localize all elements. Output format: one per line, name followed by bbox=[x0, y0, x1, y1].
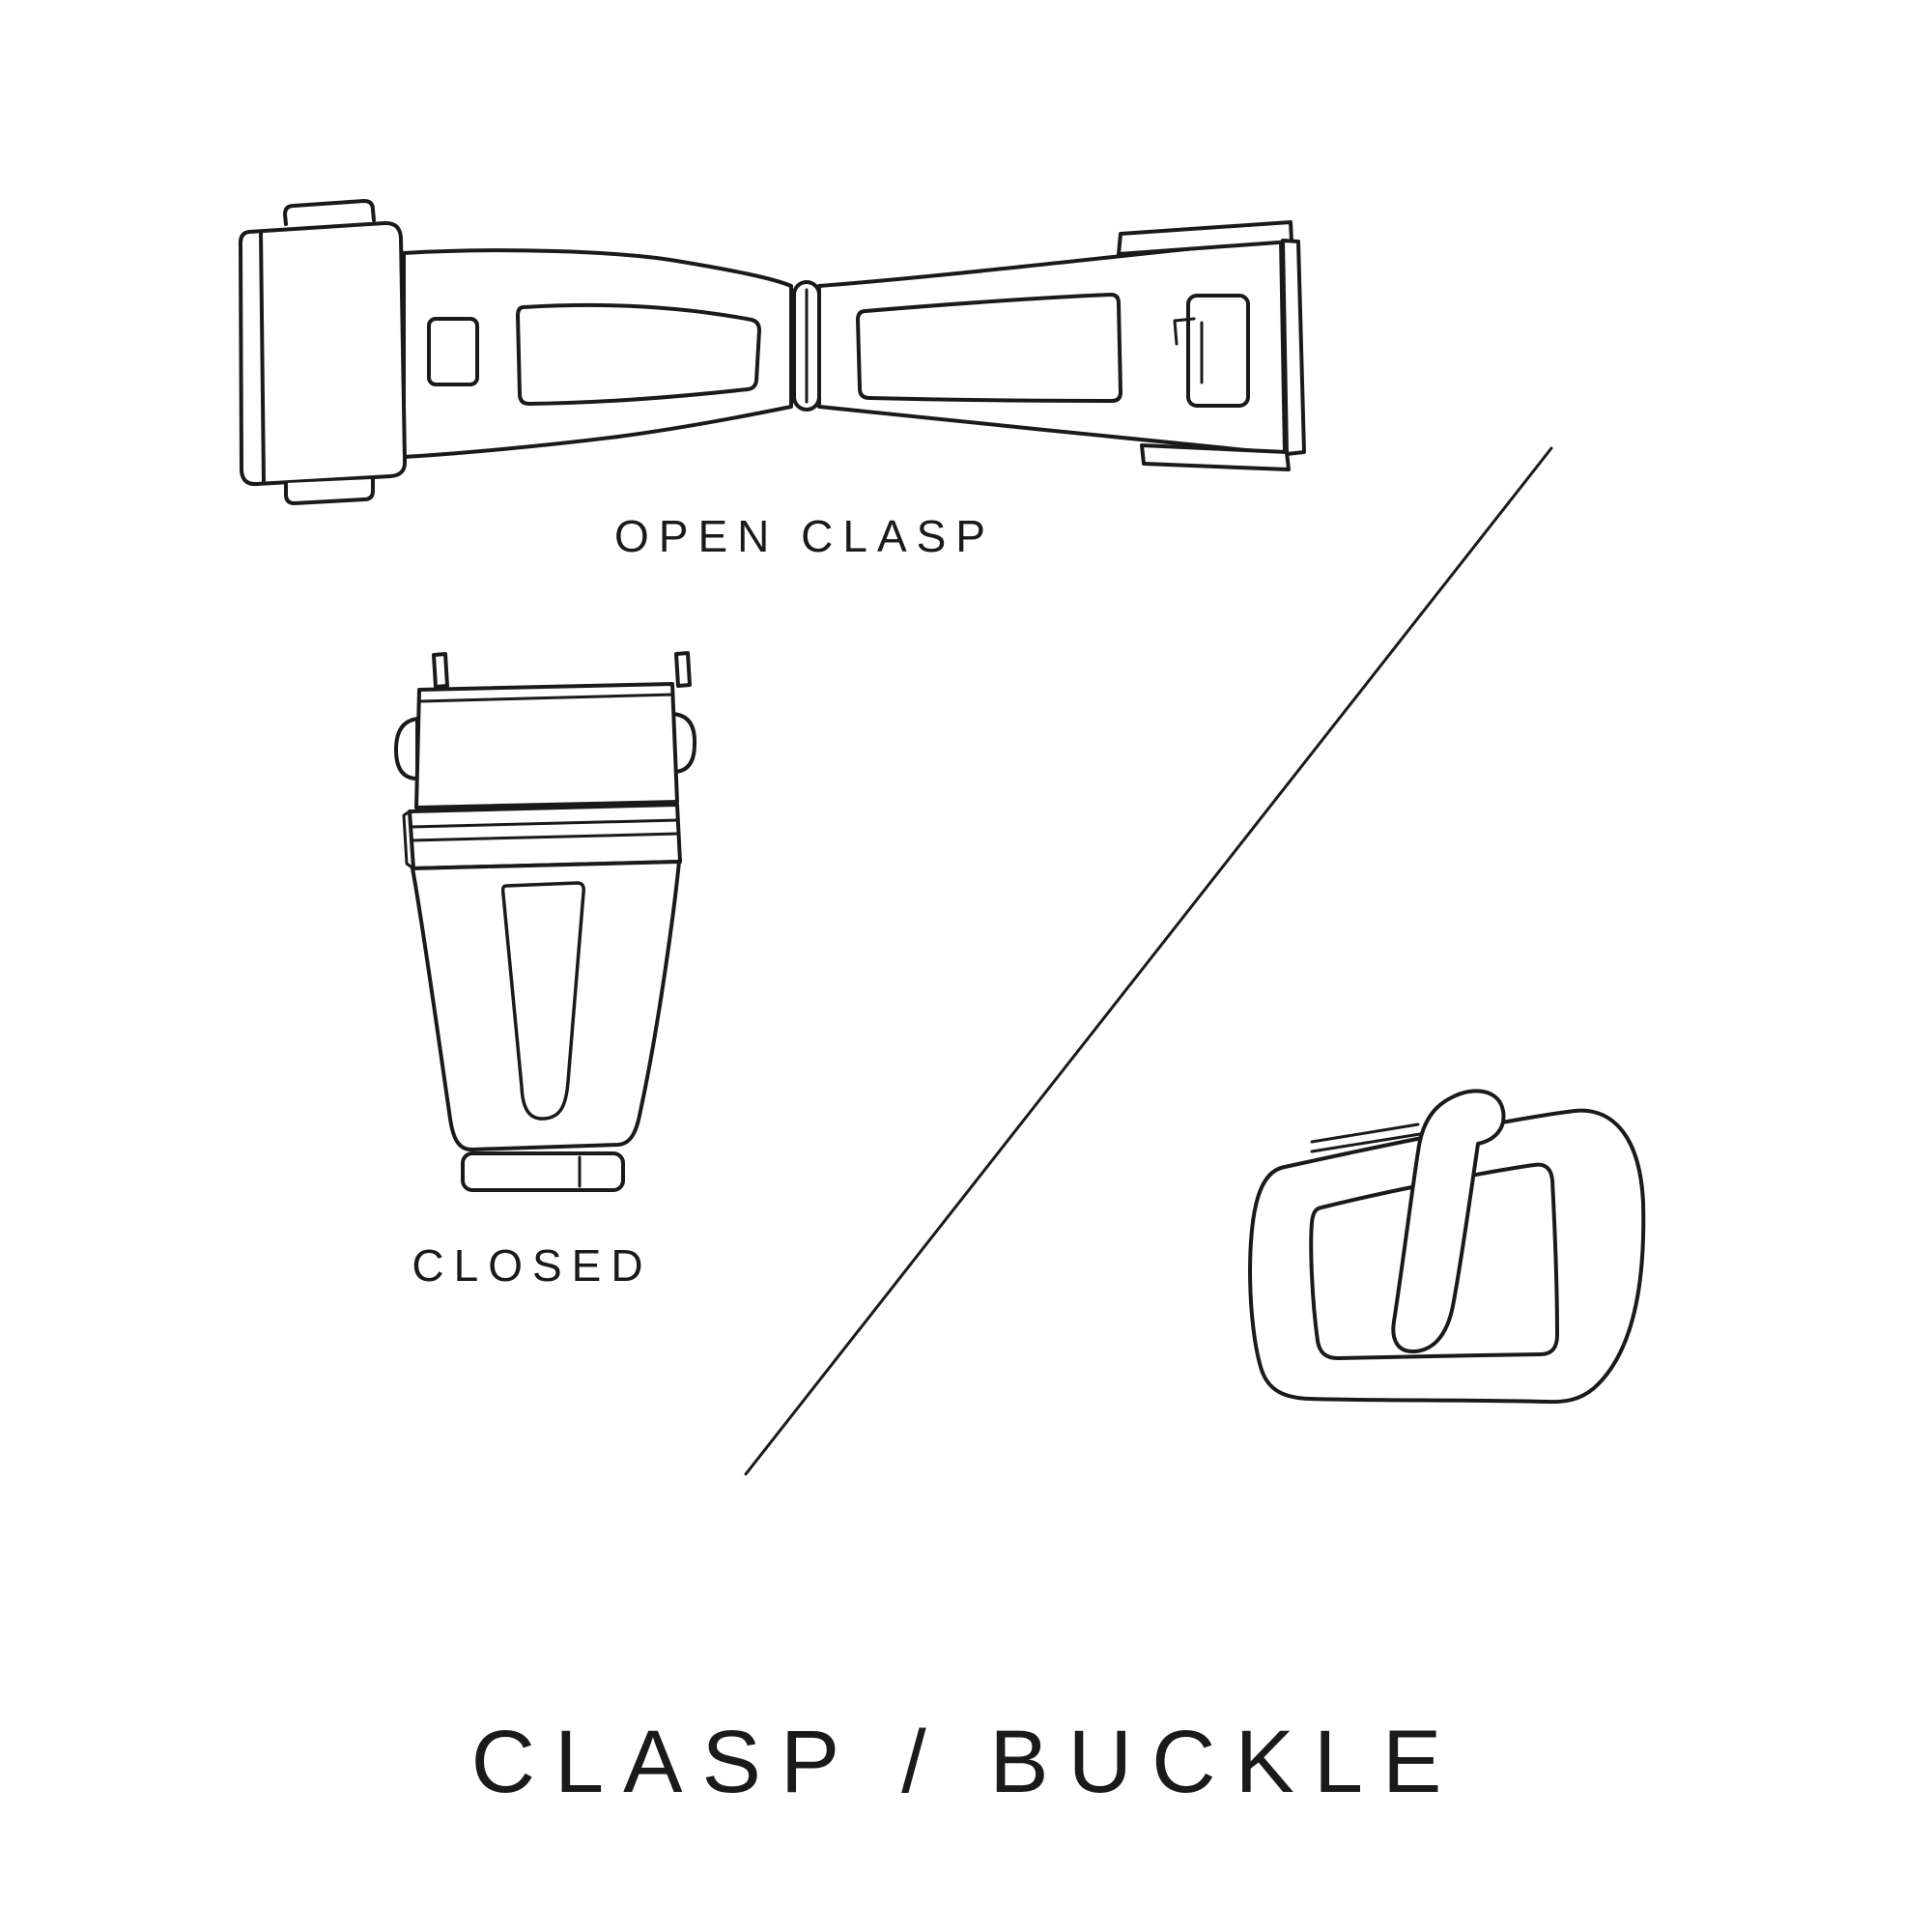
open-clasp-label: OPEN CLASP bbox=[614, 511, 995, 561]
closed-clasp-illustration bbox=[396, 653, 695, 1190]
open-clasp-illustration bbox=[241, 201, 1304, 503]
diagram-title: CLASP / BUCKLE bbox=[470, 1713, 1462, 1811]
buckle-illustration bbox=[1250, 1091, 1643, 1402]
divider-line bbox=[746, 448, 1551, 1474]
closed-label: CLOSED bbox=[412, 1240, 653, 1291]
